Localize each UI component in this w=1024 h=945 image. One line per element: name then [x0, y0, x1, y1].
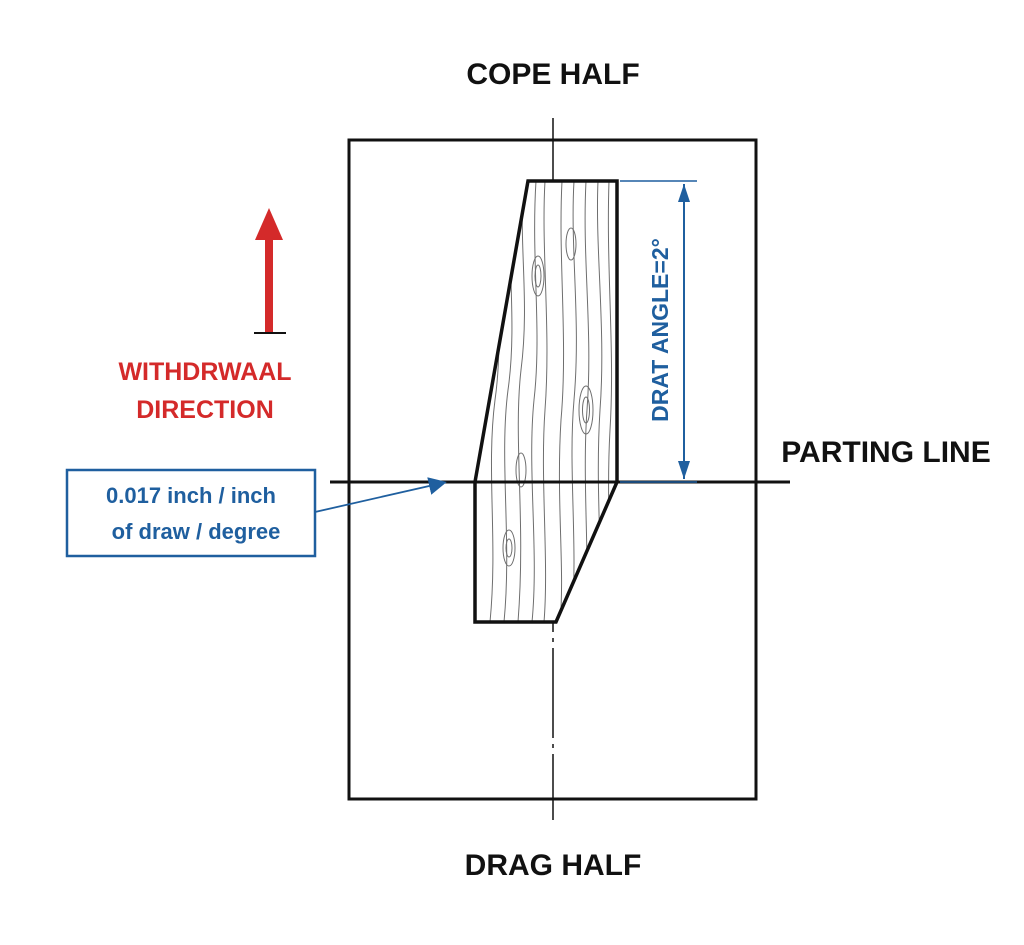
note-leader-line [314, 477, 447, 513]
parting-line-label: PARTING LINE [781, 436, 990, 469]
up-arrow-icon [254, 208, 286, 334]
drag-half-label: DRAG HALF [465, 849, 642, 882]
dimension-arrowhead-top [678, 184, 690, 202]
note-box [65, 468, 317, 558]
draft-angle-label: DRAT ANGLE=2° [647, 238, 673, 422]
note-text-line2: of draw / degree [112, 519, 281, 544]
wood-pattern [473, 179, 619, 624]
draft-angle-dimension: DRAT ANGLE=2° [620, 180, 697, 483]
dimension-arrowhead-bottom [678, 461, 690, 479]
cope-half-label: COPE HALF [466, 58, 639, 91]
withdrawal-label-line2: DIRECTION [136, 396, 274, 424]
withdrawal-label-line1: WITHDRWAAL [118, 358, 291, 386]
draft-allowance-note: 0.017 inch / inch of draw / degree [65, 468, 447, 558]
note-text-line1: 0.017 inch / inch [106, 483, 276, 508]
